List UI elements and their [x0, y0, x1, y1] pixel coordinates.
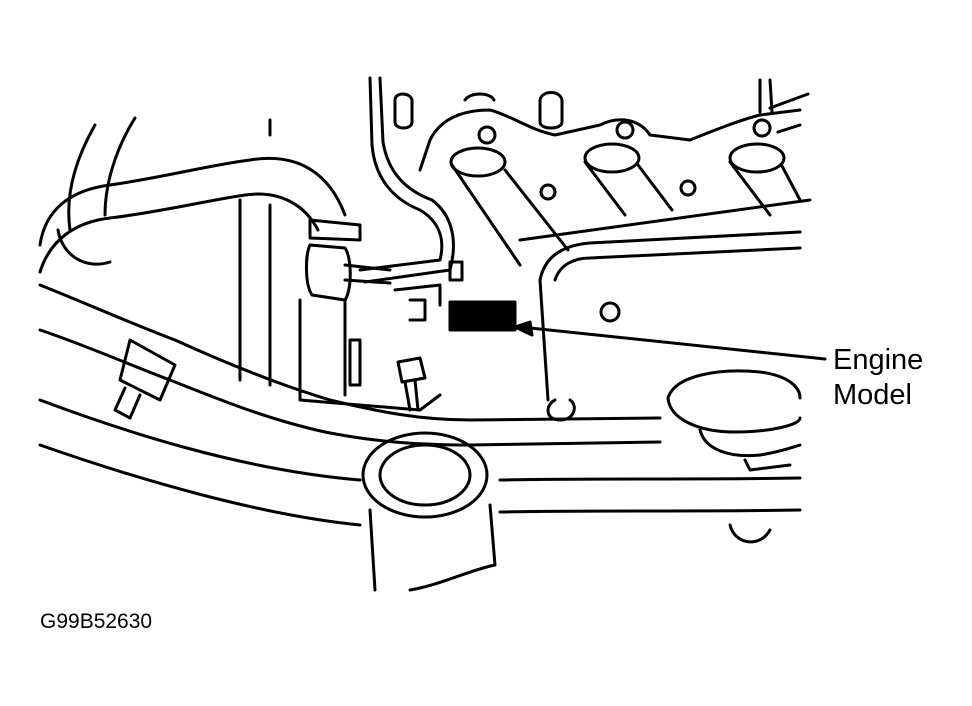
engine-model-stamp	[448, 300, 517, 332]
intake-manifold	[393, 78, 810, 172]
engine-model-callout-line2: Model	[833, 379, 912, 411]
hose-connector	[305, 218, 392, 302]
manifold-runners	[449, 142, 812, 267]
figure-id: G99B52630	[40, 610, 153, 633]
upper-left-hose	[38, 116, 347, 274]
manifold-bolts	[477, 118, 772, 323]
engine-case	[538, 230, 802, 422]
callout-arrow	[513, 320, 827, 361]
fuel-line	[268, 76, 455, 284]
mount-bracket	[361, 431, 497, 592]
engine-model-callout-line1: Engine	[833, 344, 924, 376]
lower-left-pipe	[38, 283, 662, 447]
engine-block	[238, 198, 464, 412]
bottom-frame-lines	[38, 398, 802, 527]
sensor	[396, 356, 427, 412]
right-cap	[666, 369, 802, 544]
